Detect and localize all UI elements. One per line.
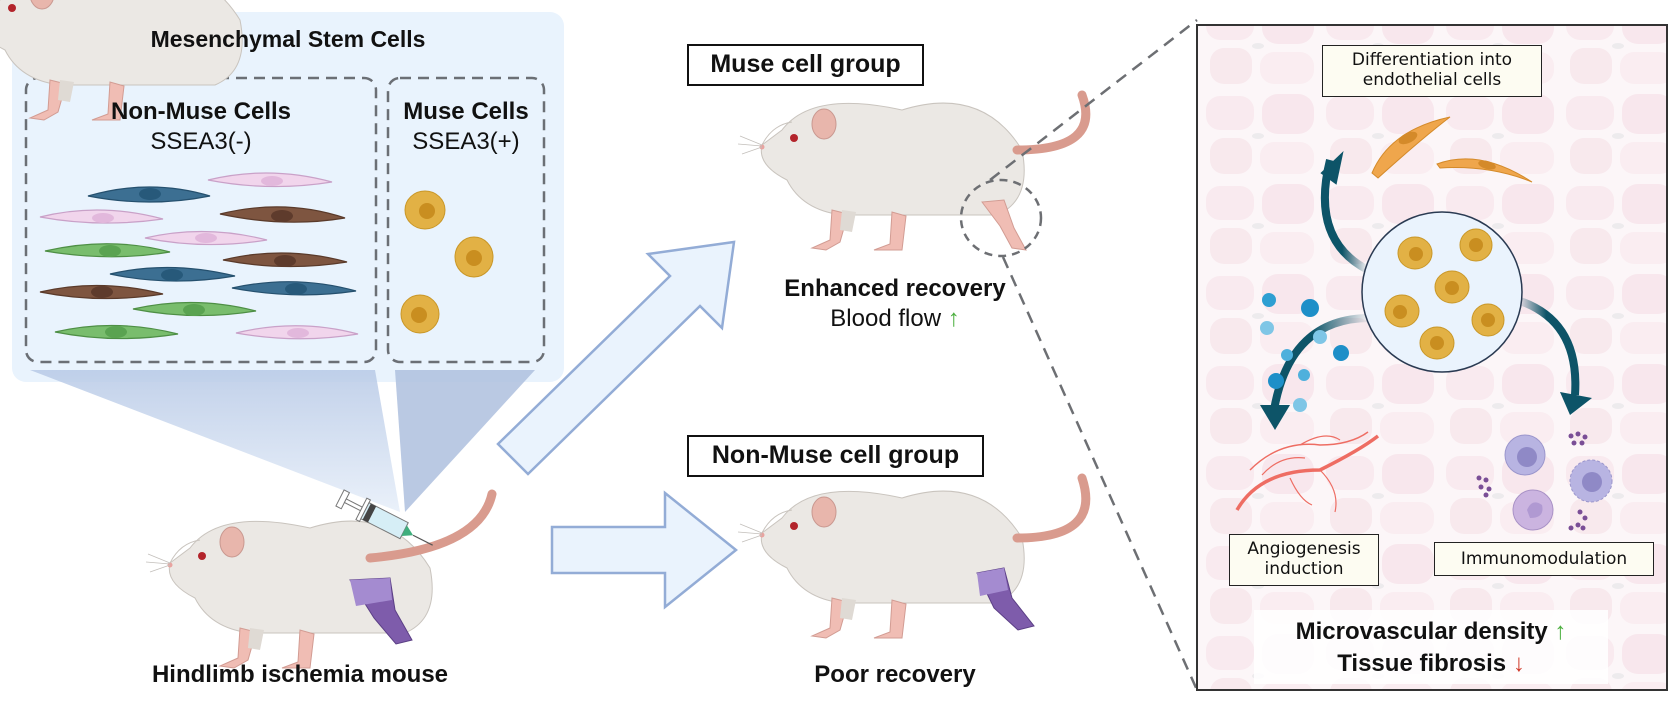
msc-panel-bg	[12, 12, 564, 382]
fibroblast-blue	[87, 186, 211, 203]
hindlimb-ischemia-caption: Hindlimb ischemia mouse	[151, 661, 449, 688]
zoom-line-top	[989, 19, 1198, 181]
non-muse-group-label: Non-Muse cell group	[687, 435, 984, 477]
muse-cell	[454, 236, 494, 278]
muse-box	[386, 76, 546, 364]
syringe-icon	[335, 489, 433, 546]
msc-panel-title: Mesenchymal Stem Cells	[150, 26, 426, 52]
fibroblast-green	[54, 324, 179, 340]
result-backdrop	[1254, 610, 1608, 684]
arrow-angiogenesis	[1270, 314, 1371, 411]
microvascular-density-text: Microvascular density	[1295, 618, 1548, 645]
non-muse-header: Non-Muse Cells SSEA3(-)	[26, 98, 376, 156]
fibroblast-blue	[109, 266, 236, 282]
arrow-to-muse-group	[496, 240, 736, 476]
healthy-hindlimb	[981, 199, 1027, 251]
arrowhead-angiogenesis	[1260, 405, 1290, 430]
tail	[1012, 473, 1091, 543]
enhanced-recovery-text: Enhanced recovery	[784, 275, 1006, 302]
projection-cone-non-muse	[30, 370, 400, 512]
fibroblast-pink	[39, 209, 164, 224]
poor-recovery-text: Poor recovery	[814, 661, 976, 688]
microvascular-density-line: Microvascular density ↑	[1254, 616, 1608, 648]
fibroblast-brown	[39, 284, 164, 300]
mouse-hindlimb-ischemia	[145, 489, 497, 669]
immunomodulation-label: Immunomodulation	[1434, 542, 1654, 576]
mouse-non-muse-group	[737, 473, 1091, 639]
tail	[1012, 90, 1091, 155]
fibroblast-brown	[222, 252, 348, 268]
down-arrow-icon: ↓	[1512, 650, 1525, 677]
muse-cells	[400, 190, 494, 334]
paracrine-factors	[1260, 293, 1349, 412]
muse-cell	[404, 190, 446, 230]
fibroblast-pink	[207, 172, 333, 188]
tail	[365, 489, 497, 563]
immune-cells	[1476, 431, 1613, 531]
fibroblast-blue	[231, 281, 357, 296]
muse-cell	[400, 294, 440, 334]
endothelial-cells	[1371, 116, 1533, 183]
mouse-illustration	[0, 0, 243, 121]
fibroblast-pink	[144, 230, 268, 246]
tissue-fibrosis-text: Tissue fibrosis	[1337, 650, 1507, 677]
muse-group-label: Muse cell group	[687, 44, 924, 86]
fibroblast-green	[132, 301, 257, 317]
arrow-to-non-muse-group	[550, 490, 738, 610]
up-arrow-icon: ↑	[1554, 618, 1567, 645]
zoom-circle	[959, 178, 1043, 258]
non-muse-marker: SSEA3(-)	[150, 128, 252, 155]
muse-header: Muse Cells SSEA3(+)	[388, 98, 544, 156]
muse-marker: SSEA3(+)	[412, 128, 520, 155]
mechanism-panel	[1196, 24, 1668, 691]
up-arrow-icon: ↑	[947, 305, 960, 332]
fibroblast-green	[44, 243, 171, 258]
blood-flow-line: Blood flow ↑	[770, 305, 1020, 333]
blood-flow-text: Blood flow	[830, 305, 942, 332]
muse-group-outcome: Enhanced recovery Blood flow ↑	[770, 275, 1020, 333]
non-muse-title: Non-Muse Cells	[110, 98, 292, 125]
angiogenesis-label: Angiogenesis induction	[1229, 534, 1379, 586]
non-muse-cells	[39, 172, 359, 340]
differentiation-label: Differentiation into endothelial cells	[1322, 45, 1542, 97]
arrowhead-immunomodulation	[1560, 392, 1592, 415]
arrowhead-differentiation	[1320, 151, 1344, 185]
blood-vessels	[1235, 431, 1380, 513]
mouse-muse-group	[737, 90, 1091, 251]
tissue-fibrosis-line: Tissue fibrosis ↓	[1254, 648, 1608, 680]
fibroblast-pink	[235, 325, 359, 340]
muse-cells-cluster	[1384, 228, 1505, 360]
projection-cone-muse	[395, 370, 535, 512]
mechanism-results: Microvascular density ↑ Tissue fibrosis …	[1254, 616, 1608, 680]
fibroblast-brown	[219, 206, 346, 223]
muse-title: Muse Cells	[403, 98, 529, 125]
arrow-immunomodulation	[1515, 296, 1580, 396]
